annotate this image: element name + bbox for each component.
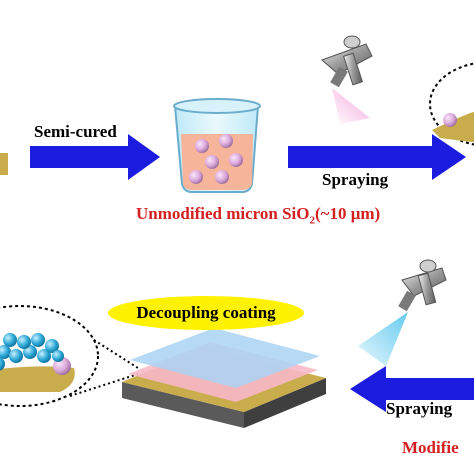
- label-semi-cured: Semi-cured: [34, 122, 117, 141]
- zoom-ellipse-bottom: [0, 305, 99, 407]
- label-decoupling-text: Decoupling coating: [136, 303, 276, 322]
- label-spraying-top: Spraying: [322, 170, 389, 189]
- arrow-semi-cured: [30, 134, 160, 180]
- arrow-spraying-top: [288, 134, 466, 180]
- label-unmodified-subscript: 2: [309, 214, 315, 227]
- spray-gun-bottom-icon: [358, 259, 447, 366]
- label-spraying-bottom: Spraying: [386, 399, 453, 418]
- label-decoupling-coating: Decoupling coating: [108, 296, 304, 330]
- arrow-spraying-bottom: [350, 366, 474, 412]
- connector-line-upper: [93, 339, 139, 369]
- connector-line-lower: [69, 373, 139, 397]
- layered-coating-substrate: [122, 328, 326, 428]
- beaker: [173, 98, 261, 193]
- label-unmodified-sio2: Unmodified micron SiO2(~10 μm): [136, 204, 380, 226]
- spray-gun-top-icon: [321, 35, 373, 124]
- label-unmodified-suffix: (~10 μm): [314, 204, 381, 223]
- label-modified-partial: Modifie: [402, 438, 459, 457]
- substrate-left-partial: [0, 153, 8, 175]
- zoom-ellipse-top: [429, 62, 474, 146]
- label-unmodified-prefix: Unmodified micron SiO: [136, 204, 310, 223]
